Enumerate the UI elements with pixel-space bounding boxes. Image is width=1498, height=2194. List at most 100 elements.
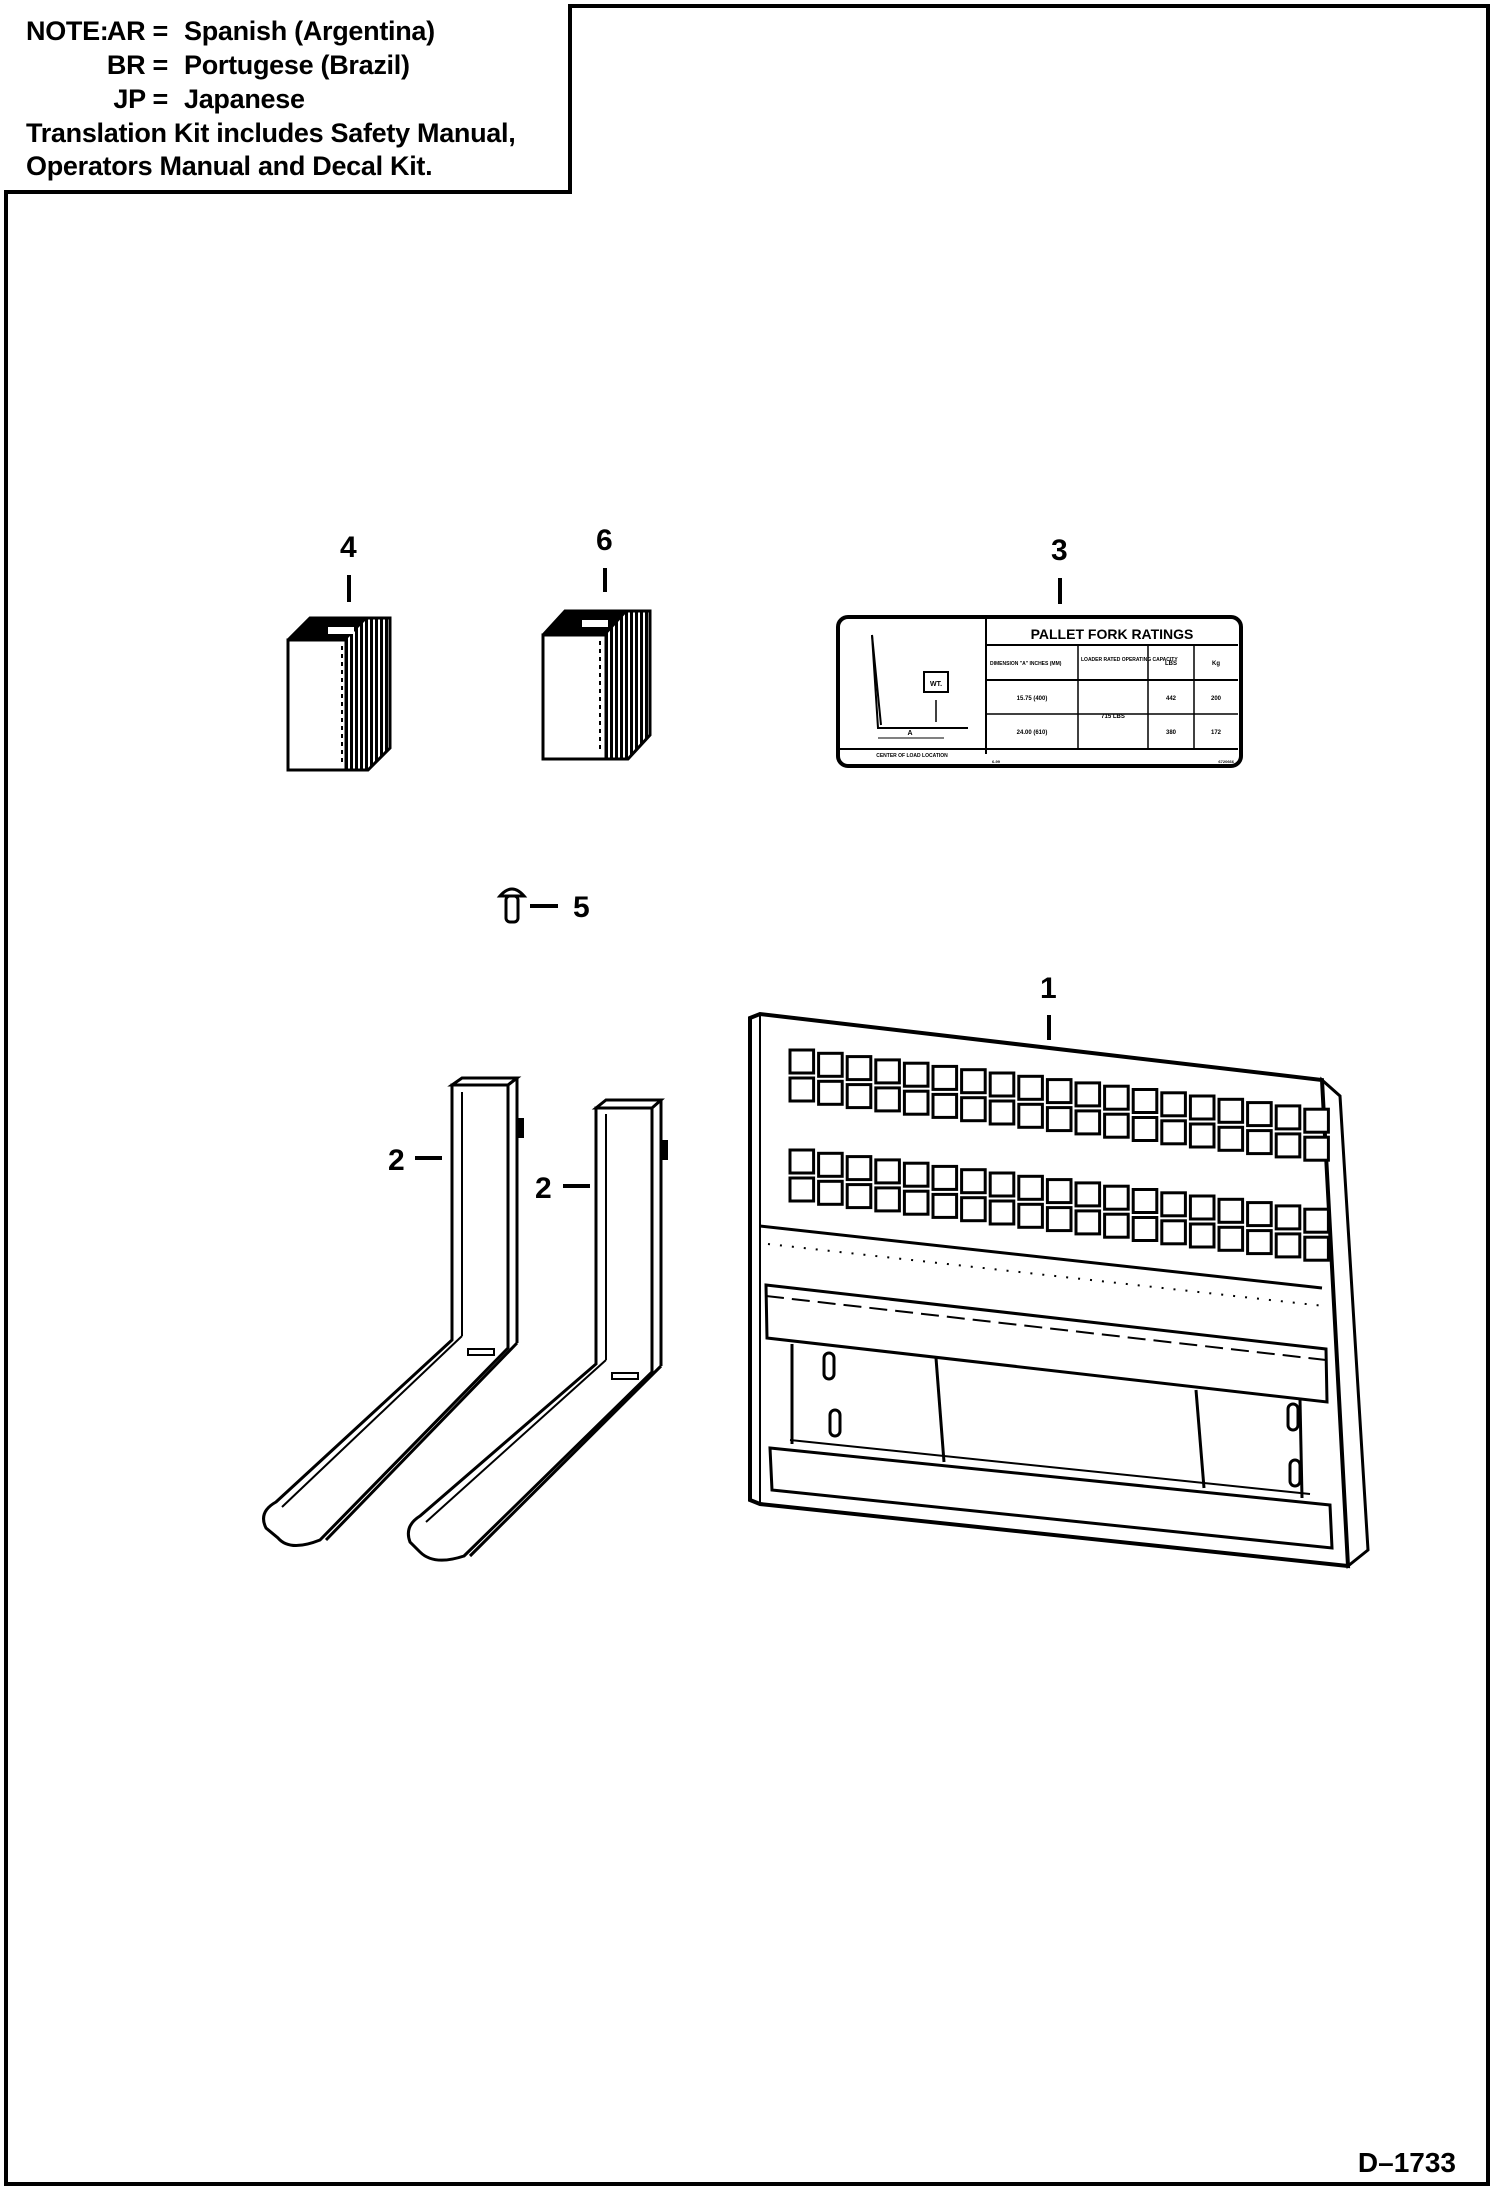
- pin-item-5: 5: [496, 887, 590, 924]
- decal-row2-kg: 172: [1211, 730, 1222, 736]
- grille-window: [988, 1171, 1016, 1198]
- decal-a-label: A: [907, 730, 912, 737]
- grille-window: [845, 1155, 873, 1182]
- decal-row1-kg: 200: [1211, 696, 1222, 702]
- manual-label: [328, 627, 354, 634]
- fork-heel-mark: [467, 1348, 495, 1356]
- grille-window: [960, 1068, 987, 1095]
- grille-window: [1246, 1129, 1273, 1156]
- grille-window: [817, 1179, 844, 1206]
- callout-6: 6: [596, 524, 613, 557]
- grille-window: [1045, 1178, 1073, 1205]
- decal-col-dimension: DIMENSION "A" INCHES (MM): [990, 661, 1062, 667]
- grille-window: [817, 1079, 844, 1106]
- grille-window: [988, 1199, 1016, 1226]
- grille-window: [1131, 1216, 1159, 1242]
- grille-window: [960, 1168, 987, 1195]
- frame-slot: [822, 1351, 836, 1381]
- fork-left-item-2: 2: [262, 1076, 524, 1547]
- grille-window: [1045, 1206, 1073, 1233]
- grille-window: [1074, 1081, 1102, 1108]
- grille-window: [1103, 1212, 1130, 1239]
- grille-window: [874, 1158, 901, 1185]
- language-name: Spanish (Argentina): [184, 16, 435, 46]
- grille-window: [902, 1061, 930, 1088]
- fork-edge: [425, 1359, 607, 1523]
- manual-cover: [286, 638, 348, 772]
- decal-col-lbs: LBS: [1165, 661, 1177, 667]
- grille-window: [874, 1058, 901, 1085]
- grille-window: [1074, 1181, 1102, 1208]
- grille-window: [1017, 1102, 1044, 1129]
- language-code: AR =: [106, 16, 168, 46]
- grille-window: [1274, 1204, 1302, 1231]
- pallet-fork-frame-item-1: 1: [748, 972, 1370, 1569]
- grille-window: [1103, 1112, 1130, 1139]
- grille-window: [1274, 1232, 1302, 1259]
- grille-window: [1160, 1191, 1187, 1218]
- grille-window: [1074, 1109, 1102, 1136]
- drawing-number: D–1733: [1357, 2147, 1456, 2178]
- grille-window: [1217, 1097, 1245, 1124]
- grille-window: [1160, 1219, 1187, 1246]
- decal-row1-dimension: 15.75 (400): [1017, 696, 1048, 702]
- grille-window: [1274, 1104, 1302, 1131]
- translation-note-box: NOTE: AR = Spanish (Argentina) BR = Port…: [4, 4, 572, 194]
- grille-window: [817, 1151, 844, 1178]
- decal-title: PALLET FORK RATINGS: [1031, 626, 1194, 642]
- fork-right-item-2: 2: [406, 1098, 668, 1562]
- page-border: [4, 4, 1490, 2186]
- grille-window: [1188, 1194, 1216, 1221]
- grille-window: [1131, 1088, 1159, 1114]
- manual-item-4: 4: [286, 531, 392, 772]
- note-prefix: NOTE:: [26, 16, 109, 46]
- grille-window: [1246, 1229, 1273, 1256]
- manual-label: [582, 620, 608, 627]
- grille-window: [1160, 1091, 1187, 1118]
- grille-window: [1274, 1132, 1302, 1159]
- grille-window: [1303, 1135, 1330, 1162]
- decal-footer-left: 6-99: [992, 759, 1001, 764]
- frame-slot: [828, 1408, 842, 1438]
- grille-window: [874, 1186, 901, 1213]
- grille-window: [1017, 1074, 1044, 1101]
- grille-window: [1045, 1078, 1073, 1105]
- note-kit-line-2: Operators Manual and Decal Kit.: [26, 151, 433, 181]
- decal-row1-lbs: 442: [1166, 696, 1177, 702]
- frame-bar-edge: [789, 1439, 1311, 1495]
- fork-latch: [662, 1140, 668, 1160]
- grille-window: [788, 1148, 816, 1175]
- fork-edge: [281, 1335, 463, 1508]
- grille-window: [817, 1051, 844, 1078]
- decal-fork-sketch: [871, 634, 968, 729]
- grille-window: [845, 1055, 873, 1082]
- decal-footer-right: 6720666: [1218, 759, 1234, 764]
- grille-window: [1131, 1188, 1159, 1214]
- fork-edge: [468, 1364, 663, 1558]
- note-kit-line-1: Translation Kit includes Safety Manual,: [26, 118, 516, 148]
- frame-panel-edge: [759, 1224, 1323, 1290]
- decal-col-kg: Kg: [1212, 661, 1220, 667]
- grille-window: [1217, 1225, 1245, 1252]
- fork-body: [262, 1083, 510, 1547]
- grille-window: [1188, 1122, 1216, 1149]
- grille-window: [788, 1048, 816, 1075]
- decal-load-center: CENTER OF LOAD LOCATION: [876, 753, 948, 759]
- grille-window: [931, 1192, 959, 1219]
- grille-window: [931, 1164, 959, 1191]
- callout-1: 1: [1040, 972, 1057, 1005]
- grille-window: [1074, 1209, 1102, 1236]
- decal-row2-dimension: 24.00 (610): [1017, 730, 1048, 736]
- grille-window: [845, 1183, 873, 1210]
- rating-decal-item-3: 3 PALLET FORK RATINGS DIMENSION "A" INCH…: [836, 534, 1243, 768]
- callout-4: 4: [340, 531, 357, 564]
- pin-shank: [504, 894, 520, 924]
- callout-5: 5: [573, 891, 590, 924]
- grille-window: [1160, 1119, 1187, 1146]
- frame-grille: [788, 1048, 1330, 1262]
- grille-window: [902, 1161, 930, 1188]
- grille-window: [960, 1096, 987, 1123]
- grille-window: [960, 1196, 987, 1223]
- fork-heel-mark: [611, 1372, 639, 1380]
- decal-capacity: 715 LBS: [1101, 714, 1125, 720]
